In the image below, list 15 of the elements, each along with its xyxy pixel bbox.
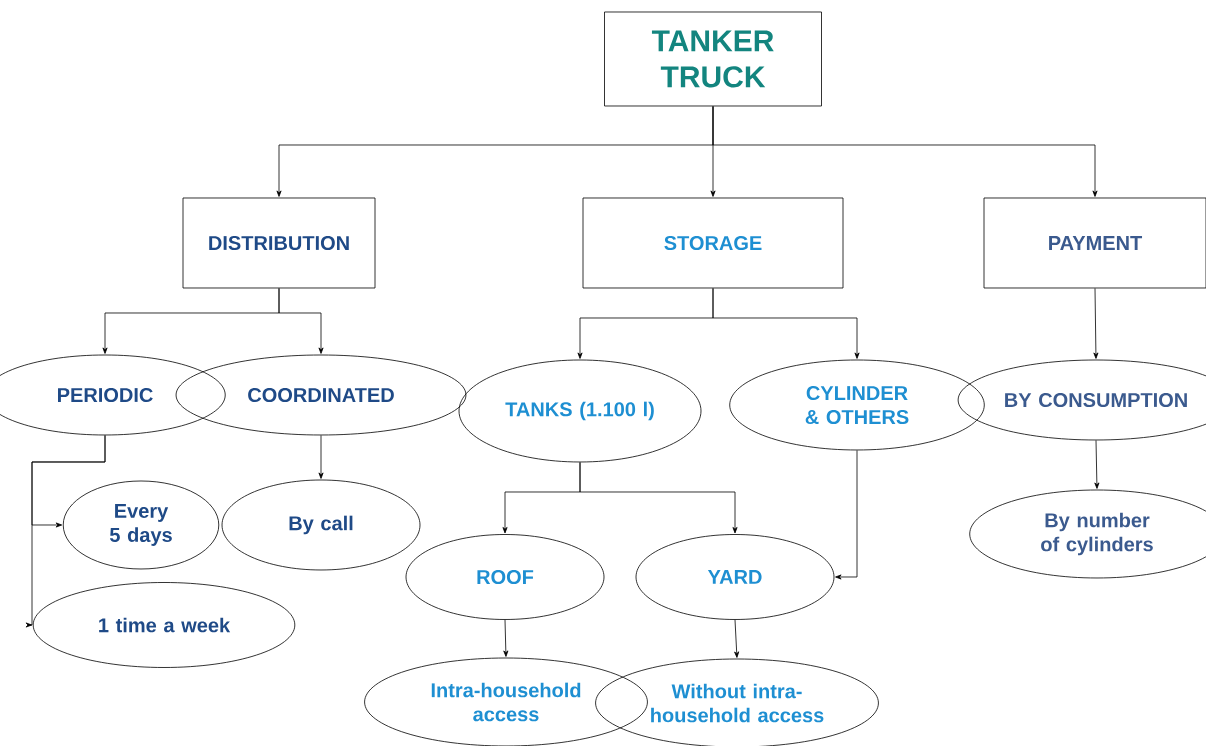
arrow [712, 106, 1098, 197]
arrow [278, 288, 324, 354]
arrow [1094, 440, 1100, 489]
arrow [835, 450, 858, 580]
arrow [318, 435, 324, 479]
arrow [712, 288, 860, 359]
arrow [25, 435, 106, 628]
arrow [503, 619, 509, 657]
category-box: DISTRIBUTION [182, 197, 376, 289]
arrow [1093, 288, 1099, 359]
category-box: STORAGE [582, 197, 844, 289]
category-box: PAYMENT [983, 197, 1206, 289]
arrow [579, 462, 738, 534]
title-box: TANKER TRUCK [604, 11, 822, 107]
arrow [734, 619, 740, 658]
